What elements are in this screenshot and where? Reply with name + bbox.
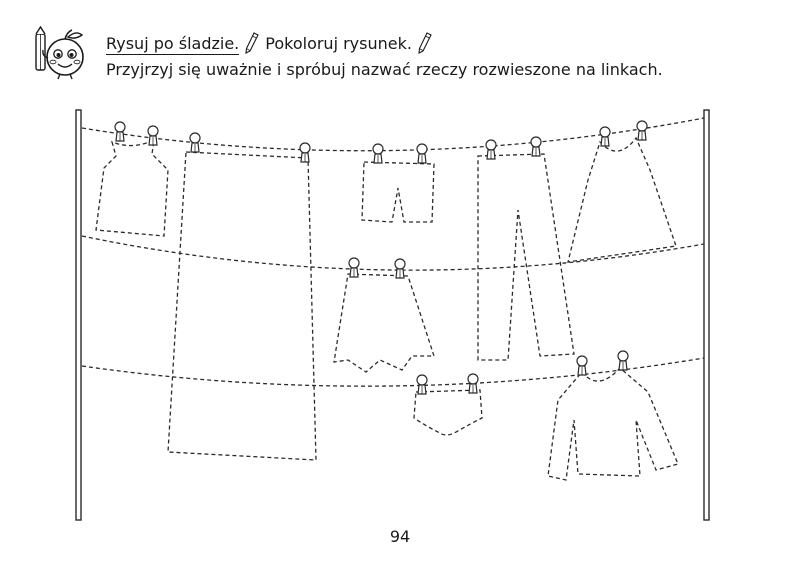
- instruction-header: Rysuj po śladzie. Pokoloruj rysunek. Prz…: [30, 22, 770, 82]
- clothesline-bottom: [81, 357, 705, 387]
- peg-icon: [530, 136, 542, 157]
- peg-icon: [189, 132, 201, 153]
- page-number: 94: [389, 527, 411, 546]
- instruction-text: Przyjrzyj się uważnie i spróbuj nazwać r…: [106, 60, 663, 79]
- task-line: Rysuj po śladzie. Pokoloruj rysunek.: [106, 32, 438, 55]
- peg-icon: [467, 373, 479, 394]
- underpants-outline: [413, 389, 483, 436]
- right-pole: [703, 109, 710, 521]
- peg-icon: [348, 257, 360, 278]
- trousers-outline: [477, 153, 575, 361]
- shorts-outline: [361, 161, 435, 223]
- task-color-text: Pokoloruj rysunek.: [265, 34, 412, 53]
- peg-icon: [147, 125, 159, 146]
- skirt-outline: [333, 273, 435, 373]
- pencil-icon: [418, 32, 432, 54]
- task-trace-text: Rysuj po śladzie.: [106, 34, 240, 55]
- apple-mascot-icon: [35, 26, 84, 80]
- left-pole: [75, 109, 82, 521]
- peg-icon: [299, 142, 311, 163]
- peg-icon: [617, 350, 629, 371]
- peg-icon: [485, 139, 497, 160]
- peg-icon: [114, 121, 126, 142]
- dress-outline: [95, 138, 169, 237]
- long-skirt-outline: [167, 151, 317, 461]
- peg-icon: [416, 374, 428, 395]
- shirt-outline: [547, 367, 679, 481]
- peg-icon: [576, 355, 588, 376]
- pencil-icon: [245, 32, 260, 54]
- tank-top-outline: [567, 136, 677, 263]
- clothesline-top: [81, 117, 705, 152]
- peg-icon: [372, 143, 384, 164]
- clothesline-middle: [81, 235, 705, 271]
- peg-icon: [599, 126, 611, 147]
- peg-icon: [394, 258, 406, 279]
- peg-icon: [636, 120, 648, 141]
- peg-icon: [416, 143, 428, 164]
